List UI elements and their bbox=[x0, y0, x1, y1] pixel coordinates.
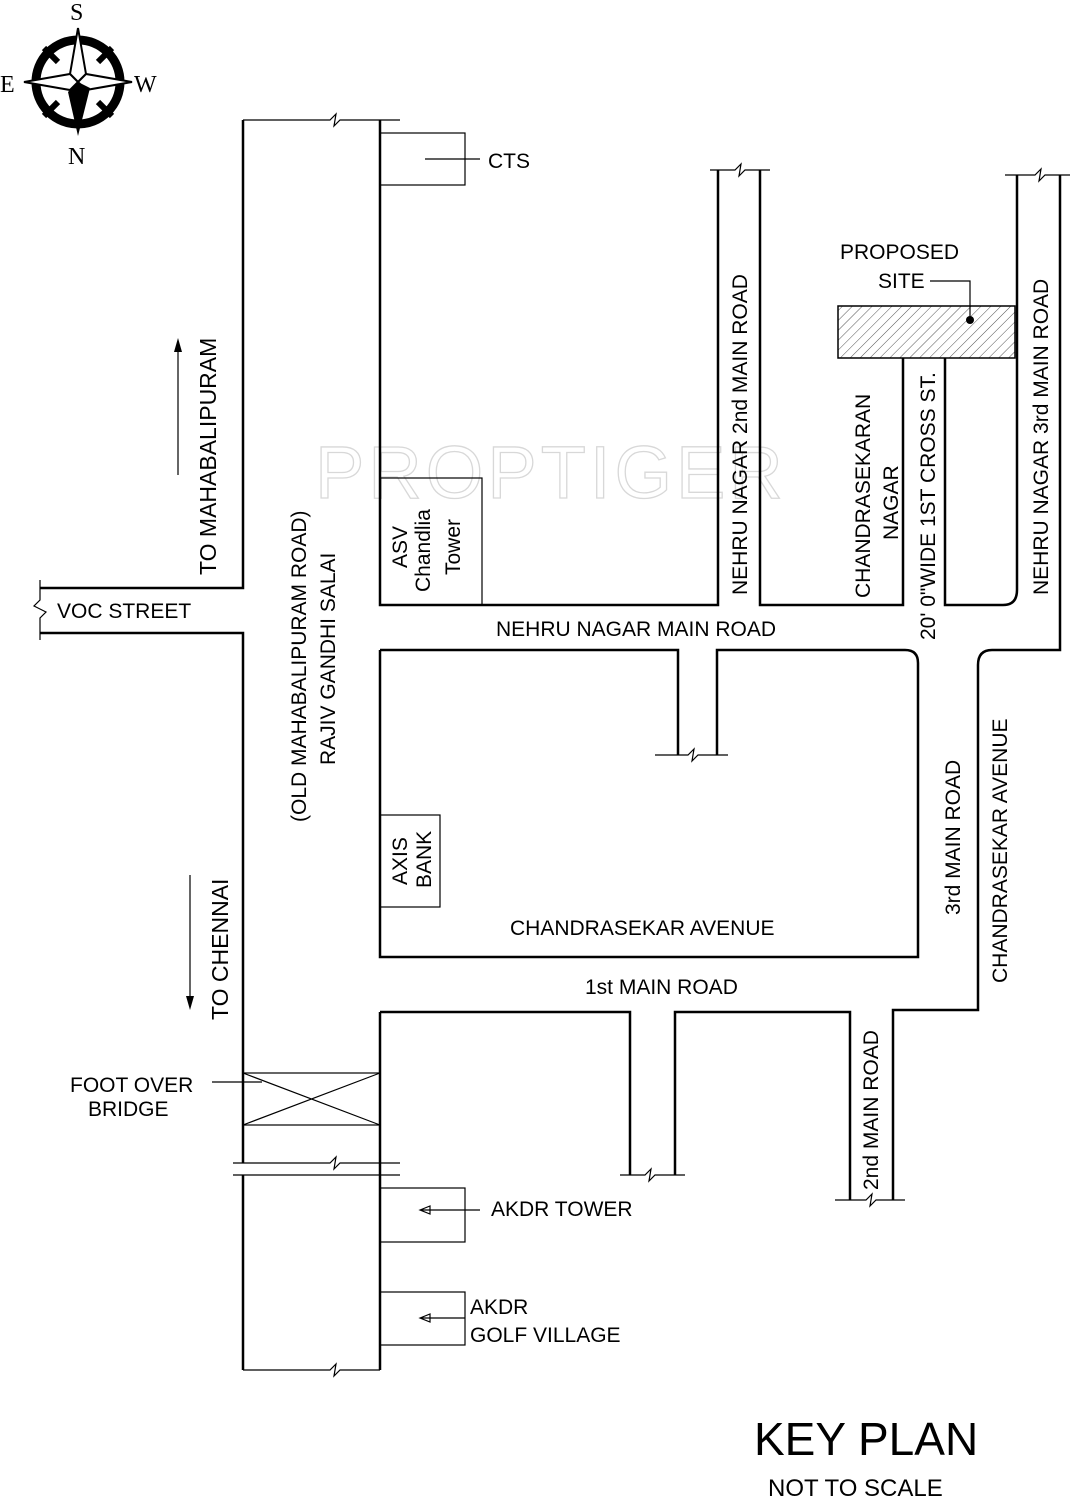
cts-label: CTS bbox=[488, 150, 530, 173]
asv-label-1: ASV bbox=[389, 526, 412, 568]
chandrasekar-avenue-label: CHANDRASEKAR AVENUE bbox=[510, 917, 775, 940]
fob-label-1: FOOT OVER bbox=[70, 1074, 193, 1097]
compass-rose-icon bbox=[23, 27, 133, 136]
proposed-site-label-1: PROPOSED bbox=[840, 241, 959, 264]
foot-over-bridge bbox=[212, 1072, 381, 1126]
to-mahabalipuram-label: TO MAHABALIPURAM bbox=[195, 338, 221, 575]
nehru-3rd-main-label: NEHRU NAGAR 3rd MAIN ROAD bbox=[1030, 279, 1053, 595]
akdr-tower-building bbox=[379, 1187, 466, 1243]
omr-label: (OLD MAHABALIPURAM ROAD) bbox=[288, 510, 311, 822]
akdr-golf-label-1: AKDR bbox=[470, 1296, 528, 1319]
chandrasekar-avenue-vertical-label: CHANDRASEKAR AVENUE bbox=[989, 718, 1012, 983]
akdr-tower-label: AKDR TOWER bbox=[491, 1198, 633, 1221]
nehru-main-road-label: NEHRU NAGAR MAIN ROAD bbox=[496, 618, 776, 641]
cross-street-label: 20' 0"WIDE 1ST CROSS ST. bbox=[917, 372, 940, 640]
axis-label-1: AXIS bbox=[389, 837, 412, 885]
akdr-golf-label-2: GOLF VILLAGE bbox=[470, 1324, 621, 1347]
chandrasekaran-nagar-label-2: NAGAR bbox=[880, 465, 903, 540]
asv-tower-building bbox=[379, 477, 483, 606]
nehru-2nd-main-label: NEHRU NAGAR 2nd MAIN ROAD bbox=[729, 274, 752, 595]
asv-label-3: Tower bbox=[442, 519, 465, 575]
first-main-road-label: 1st MAIN ROAD bbox=[585, 976, 738, 999]
road-lines bbox=[32, 112, 1070, 1378]
compass-e: E bbox=[0, 72, 15, 98]
compass-s: S bbox=[70, 0, 83, 26]
compass-w: W bbox=[134, 72, 157, 98]
watermark: PROPTIGER bbox=[315, 431, 787, 514]
chandrasekaran-nagar-label-1: CHANDRASEKARAN bbox=[852, 394, 875, 598]
fob-label-2: BRIDGE bbox=[88, 1098, 169, 1121]
proposed-site-label-2: SITE bbox=[878, 270, 925, 293]
proposed-site-plot bbox=[837, 305, 1016, 359]
to-chennai-label: TO CHENNAI bbox=[207, 879, 233, 1020]
compass-n: N bbox=[68, 144, 85, 170]
not-to-scale-label: NOT TO SCALE bbox=[768, 1475, 943, 1500]
rgs-label: RAJIV GANDHI SALAI bbox=[317, 553, 340, 765]
asv-label-2: Chandlia bbox=[412, 509, 435, 592]
voc-street-label: VOC STREET bbox=[57, 600, 191, 623]
site-marker-icon bbox=[966, 316, 974, 324]
third-main-road-label: 3rd MAIN ROAD bbox=[942, 760, 965, 915]
axis-bank-building bbox=[379, 814, 441, 908]
second-main-road-label: 2nd MAIN ROAD bbox=[860, 1030, 883, 1190]
axis-label-2: BANK bbox=[413, 831, 436, 888]
key-plan-title: KEY PLAN bbox=[754, 1413, 978, 1465]
